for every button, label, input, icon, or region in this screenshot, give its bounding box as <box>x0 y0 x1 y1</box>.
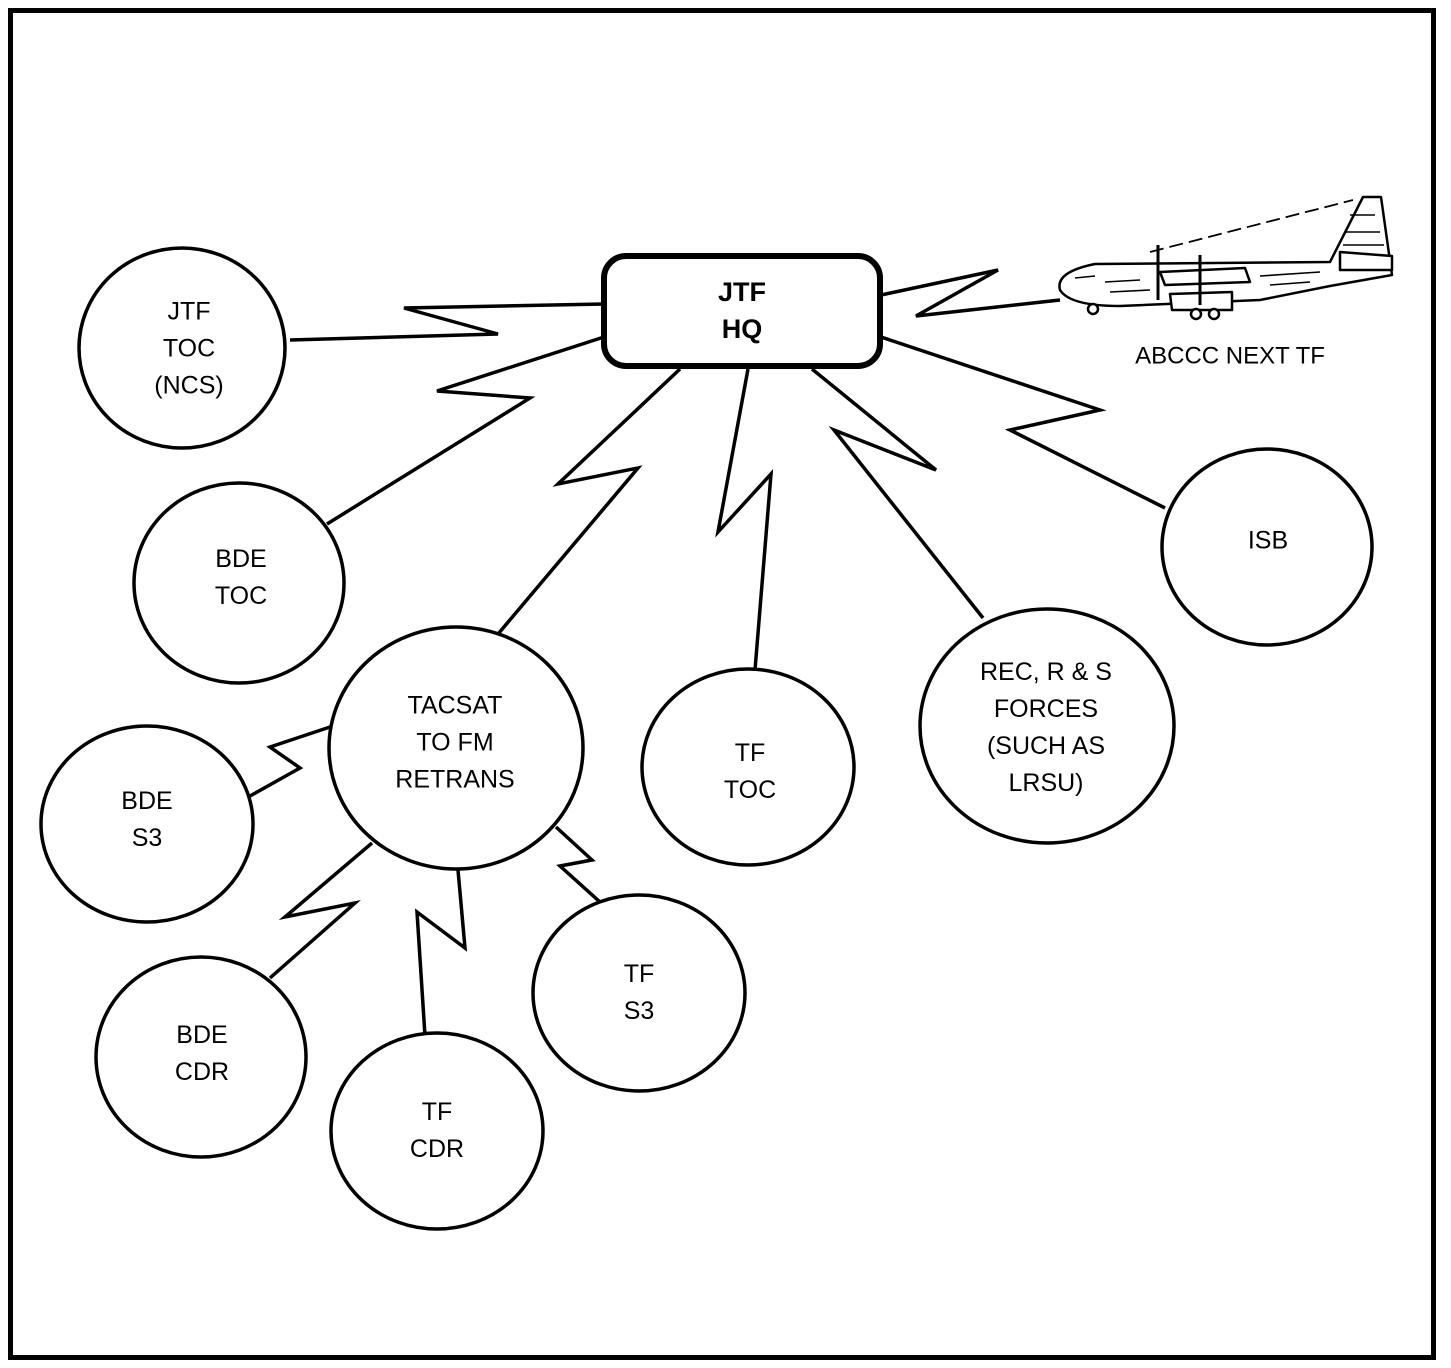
link-hq-tf-toc <box>715 368 774 671</box>
rec-forces-line2: FORCES <box>993 695 1099 723</box>
bde-cdr-node <box>94 955 308 1159</box>
jtf-toc-line2: TOC <box>162 334 216 363</box>
link-hq-rec-forces <box>810 367 985 620</box>
link-hq-isb <box>880 335 1166 510</box>
isb-line1: ISB <box>1247 526 1289 555</box>
rec-forces-node <box>918 607 1176 845</box>
tf-cdr-node <box>329 1031 545 1231</box>
link-tacsat-tf-cdr <box>415 869 468 1037</box>
tf-cdr-label: TF CDR <box>410 1094 464 1168</box>
tacsat-node <box>327 625 585 871</box>
tf-s3-line1: TF <box>623 960 655 988</box>
jtf-hq-box <box>601 253 883 369</box>
tf-toc-label: TF TOC <box>724 735 776 809</box>
bde-s3-node <box>39 724 255 924</box>
bde-s3-label: BDE S3 <box>121 783 172 857</box>
tf-cdr-line1: TF <box>421 1098 453 1126</box>
jtf-toc-label: JTF TOC (NCS) <box>154 294 223 405</box>
jtf-toc-line1: JTF <box>167 297 211 326</box>
tf-toc-node <box>640 667 856 867</box>
tf-toc-line2: TOC <box>723 776 777 804</box>
tf-s3-node <box>531 893 747 1093</box>
bde-s3-line1: BDE <box>121 787 173 815</box>
link-hq-aircraft <box>880 268 1061 318</box>
tacsat-label: TACSAT TO FM RETRANS <box>395 688 514 799</box>
bde-toc-label: BDE TOC <box>215 541 267 615</box>
tf-toc-line1: TF <box>734 739 766 767</box>
tf-cdr-line2: CDR <box>409 1135 465 1163</box>
tf-s3-line2: S3 <box>623 997 655 1025</box>
c130-aircraft-icon <box>1058 195 1394 321</box>
jtf-hq-line1: JTF <box>717 277 767 307</box>
bde-cdr-line1: BDE <box>176 1021 228 1049</box>
bde-s3-line2: S3 <box>131 824 163 852</box>
tf-s3-label: TF S3 <box>624 956 655 1030</box>
rec-forces-line3: (SUCH AS <box>986 732 1106 760</box>
rec-forces-line4: LRSU) <box>1008 769 1084 797</box>
isb-node <box>1160 447 1374 647</box>
link-tacsat-tf-s3 <box>554 825 602 904</box>
jtf-hq-line2: HQ <box>721 314 763 344</box>
bde-cdr-line2: CDR <box>174 1058 230 1086</box>
tacsat-line1: TACSAT <box>407 691 503 720</box>
isb-label: ISB <box>1248 523 1288 560</box>
link-tacsat-bde-cdr <box>268 841 374 980</box>
link-tacsat-bde-s3 <box>249 724 334 798</box>
diagram-border <box>8 8 1436 1360</box>
link-hq-jtf-toc <box>289 302 605 342</box>
jtf-toc-line3: (NCS) <box>154 371 224 400</box>
bde-toc-line2: TOC <box>214 582 268 610</box>
tacsat-line2: TO FM <box>416 728 494 757</box>
aircraft-caption: ABCCC NEXT TF <box>1135 342 1325 370</box>
rec-forces-label: REC, R & S FORCES (SUCH AS LRSU) <box>980 654 1112 802</box>
link-hq-tacsat <box>491 367 682 642</box>
bde-toc-line1: BDE <box>215 545 267 573</box>
bde-toc-node <box>132 481 346 685</box>
link-hq-bde-toc <box>326 335 605 526</box>
jtf-hq-label: JTF HQ <box>718 274 766 348</box>
jtf-toc-node <box>77 246 287 450</box>
tacsat-line3: RETRANS <box>395 765 515 794</box>
rec-forces-line1: REC, R & S <box>980 658 1112 686</box>
bde-cdr-label: BDE CDR <box>175 1017 229 1091</box>
